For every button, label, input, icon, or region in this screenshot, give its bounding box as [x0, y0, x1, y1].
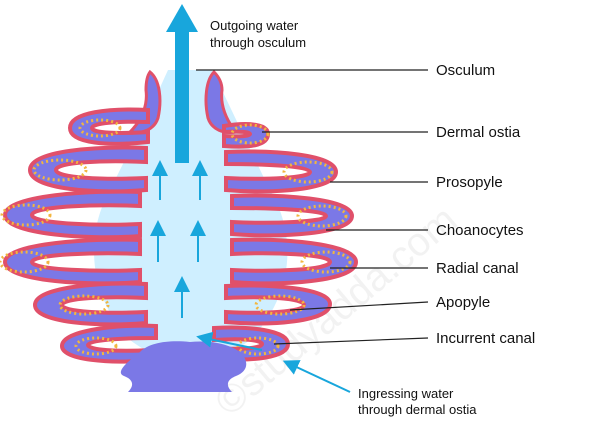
outgoing-note-line-2: through osculum	[210, 35, 306, 50]
leader-lines	[196, 69, 429, 345]
label-osculum: Osculum	[436, 62, 495, 79]
label-choanocytes: Choanocytes	[436, 222, 524, 239]
outgoing-water-arrow	[166, 4, 198, 163]
label-radial-canal: Radial canal	[436, 260, 519, 277]
label-apopyle: Apopyle	[436, 294, 490, 311]
outgoing-note-line-1: Outgoing water	[210, 18, 299, 33]
label-prosopyle: Prosopyle	[436, 174, 503, 191]
ingressing-note-line-2: through dermal ostia	[358, 402, 477, 417]
left-lobes	[2, 107, 158, 364]
flow-arrows	[150, 160, 208, 318]
choanocyte-chambers	[0, 118, 352, 356]
right-lobes	[212, 122, 359, 362]
ingressing-note-line-1: Ingressing water	[358, 386, 454, 401]
label-dermal-ostia: Dermal ostia	[436, 124, 521, 141]
label-incurrent-canal: Incurrent canal	[436, 330, 535, 347]
sponge-base	[120, 341, 247, 392]
ingressing-water-arrow	[196, 331, 351, 393]
